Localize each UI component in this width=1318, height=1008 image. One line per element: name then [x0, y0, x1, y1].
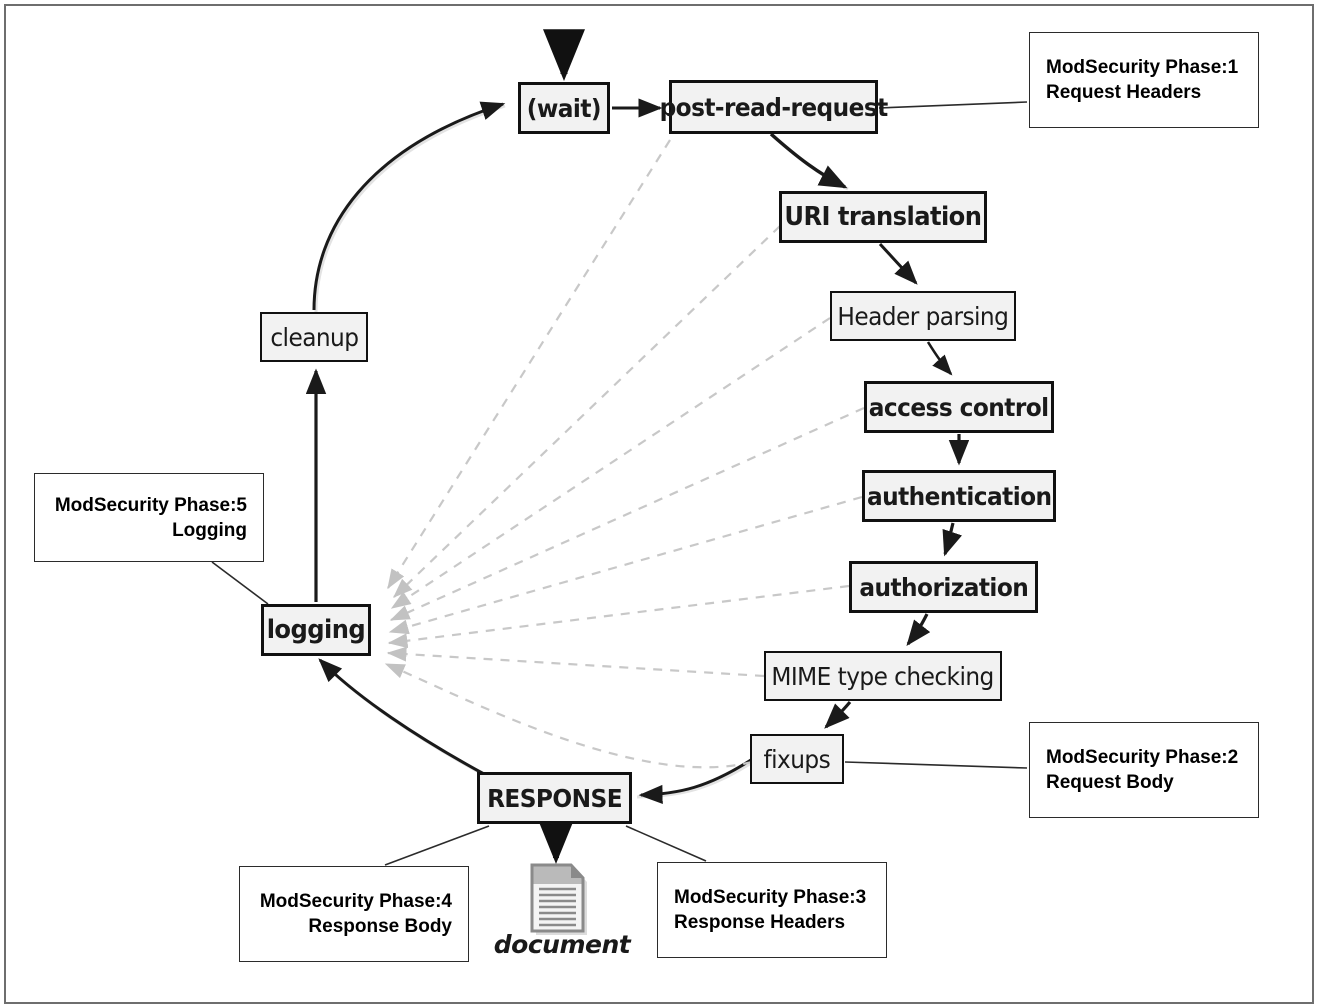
dashed-post-read-request-to-logging: [387, 139, 671, 590]
callout-phase4-line1: ModSecurity Phase:4: [259, 891, 452, 912]
node-authentication[interactable]: authentication: [862, 470, 1056, 522]
node-response-label: RESPONSE: [487, 783, 623, 813]
dashed-uri-translation-to-logging: [393, 225, 781, 598]
node-wait-label: (wait): [526, 93, 602, 123]
callout-phase3-line1: ModSecurity Phase:3: [674, 887, 867, 908]
edge-fixups-to-response: [638, 756, 755, 805]
edge-post-read-request-to-uri-translation: [769, 132, 848, 189]
edge-uri-translation-to-header-parsing: [878, 242, 918, 285]
dashed-fixups-to-logging: [384, 662, 753, 769]
node-cleanup-label: cleanup: [269, 322, 359, 352]
dashed-access-control-to-logging: [389, 406, 865, 622]
node-fixups-label: fixups: [763, 744, 831, 774]
edge-mime-type-checking-to-fixups: [824, 700, 852, 729]
node-uri-translation[interactable]: URI translation: [779, 191, 987, 243]
node-logging[interactable]: logging: [261, 604, 371, 656]
callout-phase5-line2: Logging: [172, 519, 247, 541]
callout-modsecurity-phase-2: ModSecurity Phase:2 Request Body: [1029, 722, 1259, 818]
callout-phase1-line1: ModSecurity Phase:1: [1046, 57, 1239, 78]
node-response[interactable]: RESPONSE: [477, 772, 632, 824]
leader-phase2-to-fixups: [844, 761, 1028, 769]
callout-phase3-line2: Response Headers: [674, 912, 846, 933]
node-post-read-request[interactable]: post-read-request: [659, 80, 888, 134]
edge-cleanup-to-wait: [312, 101, 506, 311]
leader-phase1-to-post-read-request: [878, 101, 1028, 109]
node-uri-translation-label: URI translation: [784, 202, 983, 232]
dashed-mime-type-checking-to-logging: [386, 646, 765, 678]
node-access-control[interactable]: access control: [864, 381, 1054, 433]
node-access-control-label: access control: [869, 392, 1049, 422]
node-authorization-label: authorization: [859, 572, 1028, 602]
callout-modsecurity-phase-1: ModSecurity Phase:1 Request Headers: [1029, 32, 1259, 128]
callout-phase2-line2: Request Body: [1046, 772, 1174, 793]
node-wait[interactable]: (wait): [518, 82, 610, 134]
document-caption: document: [493, 930, 631, 959]
node-authentication-label: authentication: [866, 481, 1052, 511]
node-mime-type-checking[interactable]: MIME type checking: [764, 651, 1002, 701]
node-fixups[interactable]: fixups: [750, 734, 844, 784]
dashed-authorization-to-logging: [387, 584, 850, 649]
callout-phase5-line1: ModSecurity Phase:5: [54, 494, 247, 516]
leader-phase4-to-response: [384, 825, 490, 866]
edge-response-to-logging: [318, 658, 485, 776]
callout-phase2-line1: ModSecurity Phase:2: [1046, 747, 1239, 768]
leader-phase5-to-logging: [211, 561, 269, 605]
node-post-read-request-label: post-read-request: [659, 92, 888, 122]
node-cleanup[interactable]: cleanup: [260, 312, 368, 362]
edge-header-parsing-to-access-control: [926, 341, 953, 376]
node-header-parsing[interactable]: Header parsing: [830, 291, 1016, 341]
callout-modsecurity-phase-5: ModSecurity Phase:5 Logging: [34, 473, 264, 562]
node-header-parsing-label: Header parsing: [837, 301, 1009, 331]
callout-modsecurity-phase-3: ModSecurity Phase:3 Response Headers: [657, 862, 887, 958]
document-page-icon: [530, 863, 587, 935]
leader-phase3-to-response: [625, 825, 707, 862]
dashed-authentication-to-logging: [388, 495, 863, 635]
node-mime-type-checking-label: MIME type checking: [771, 661, 995, 691]
dashed-header-parsing-to-logging: [390, 317, 831, 609]
callout-phase4-line2: Response Body: [308, 916, 452, 937]
edge-authentication-to-authorization: [942, 522, 962, 557]
callout-modsecurity-phase-4: ModSecurity Phase:4 Response Body: [239, 866, 469, 962]
node-authorization[interactable]: authorization: [849, 561, 1038, 613]
node-logging-label: logging: [266, 615, 366, 645]
callout-phase1-line2: Request Headers: [1046, 82, 1202, 103]
edge-authorization-to-mime-type-checking: [906, 613, 931, 647]
